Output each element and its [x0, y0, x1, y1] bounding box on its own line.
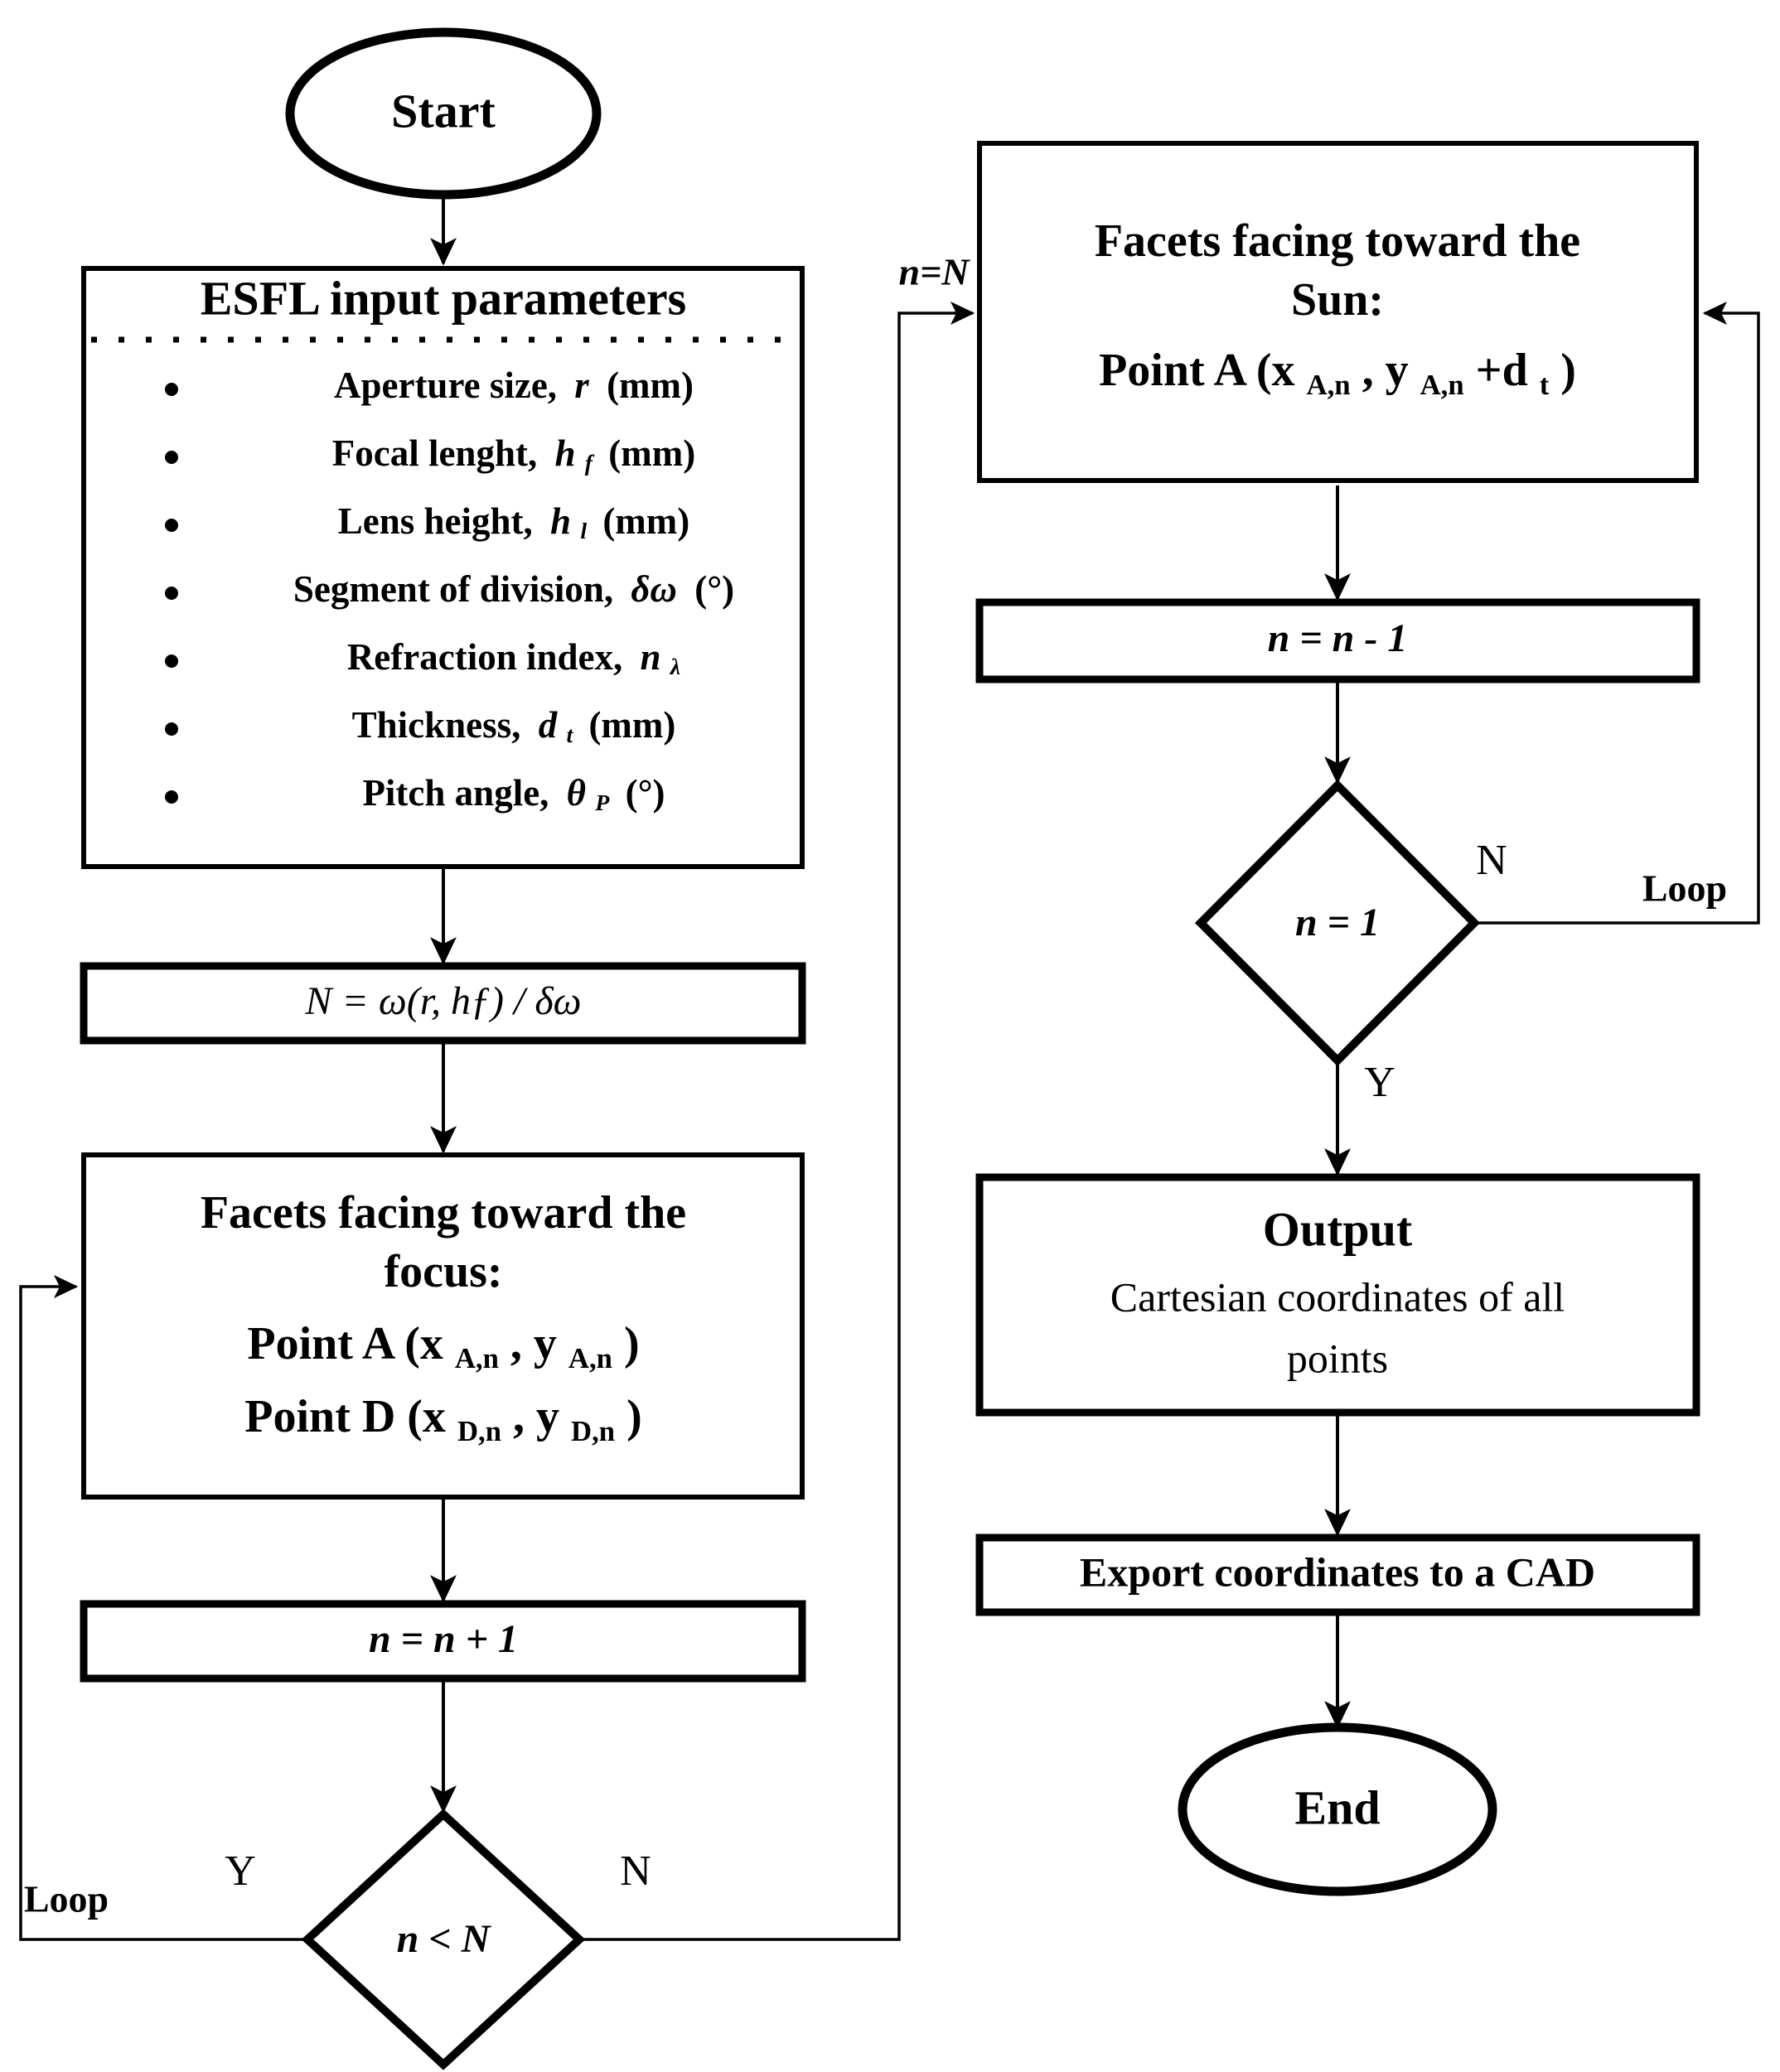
facets-sun-line1: Facets facing toward the	[1095, 215, 1580, 267]
node-output[interactable]	[975, 1173, 1700, 1417]
esfl-bullet-0: Aperture size, r (mm)	[334, 365, 694, 406]
facets-sun-line2: Sun:	[1291, 274, 1384, 326]
facets-sun-point-a: Point A (x A,n , y A,n +d t )	[1099, 345, 1576, 409]
facets-focus-line2: focus:	[384, 1246, 502, 1297]
node-start[interactable]	[285, 27, 602, 200]
esfl-bullet-6: Pitch angle, θ P (°)	[362, 772, 665, 822]
node-esfl-input[interactable]	[81, 266, 805, 869]
node-n-minus[interactable]	[975, 598, 1700, 683]
bullet-dot-icon	[165, 383, 178, 396]
node-esfl-heading: ESFL input parameters	[201, 271, 687, 325]
facets-focus-point-a: Point A (x A,n , y A,n )	[247, 1318, 639, 1383]
esfl-bullet-3: Segment of division, δω (°)	[293, 568, 734, 610]
node-decision-n-lt-N-label: n < N	[397, 1917, 492, 1961]
node-decision-n-lt-N[interactable]	[301, 1809, 586, 2070]
node-decision-n-eq-1[interactable]	[1194, 779, 1481, 1067]
node-export-cad-label: Export coordinates to a CAD	[1080, 1548, 1595, 1595]
node-decision-n-eq-1-label: n = 1	[1295, 901, 1380, 944]
facets-focus-line1: Facets facing toward the	[201, 1187, 686, 1239]
node-n-minus-label: n = n - 1	[1268, 616, 1408, 660]
node-n-plus-label: n = n + 1	[369, 1617, 518, 1661]
node-export-cad[interactable]	[975, 1533, 1700, 1616]
esfl-bullet-4: Refraction index, n λ	[347, 636, 680, 680]
edge-right-loop-no	[1474, 302, 1760, 925]
bullet-dot-icon	[165, 722, 178, 736]
label-left-no: N	[620, 1847, 651, 1895]
esfl-bullet-5: Thickness, d t (mm)	[352, 704, 676, 754]
bullet-dot-icon	[165, 451, 178, 464]
node-end-label: End	[1294, 1780, 1380, 1834]
edge-no-to-facets-sun	[579, 302, 975, 1941]
node-output-line2: points	[1287, 1335, 1388, 1381]
label-right-yes: Y	[1364, 1059, 1395, 1106]
esfl-bullet-2: Lens height, h l (mm)	[338, 500, 690, 550]
node-n-calc[interactable]	[80, 962, 806, 1045]
node-facets-sun[interactable]	[977, 141, 1699, 483]
node-end[interactable]	[1178, 1722, 1497, 1896]
node-n-calc-label: N = ω(r, hƒ) / δω	[304, 979, 581, 1023]
node-output-line1: Cartesian coordinates of all	[1110, 1273, 1565, 1320]
edge-left-loop-yes	[19, 1275, 307, 1941]
bullet-dot-icon	[165, 654, 178, 668]
bullet-dot-icon	[165, 587, 178, 600]
bullet-dot-icon	[165, 790, 178, 804]
facets-focus-point-d: Point D (x D,n , y D,n )	[244, 1391, 641, 1456]
label-right-loop: Loop	[1642, 867, 1727, 910]
label-left-loop: Loop	[24, 1878, 109, 1920]
node-n-plus[interactable]	[80, 1600, 806, 1683]
node-start-label: Start	[391, 84, 496, 138]
bullet-dot-icon	[165, 519, 178, 532]
esfl-bullet-1: Focal lenght, h f (mm)	[332, 432, 696, 482]
node-facets-focus[interactable]	[81, 1152, 805, 1500]
label-n-equals-N: n=N	[898, 251, 970, 293]
label-left-yes: Y	[225, 1847, 256, 1895]
label-right-no: N	[1476, 837, 1507, 884]
node-output-heading: Output	[1263, 1202, 1413, 1256]
